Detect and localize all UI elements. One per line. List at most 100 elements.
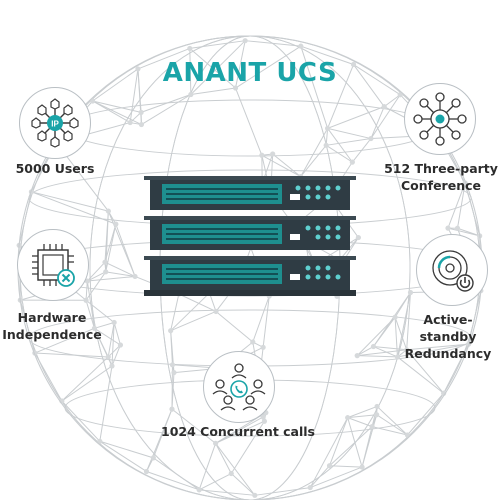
globe-edge	[329, 426, 373, 467]
globe-edge	[262, 296, 270, 348]
globe-parallel	[64, 99, 436, 157]
globe-edge	[61, 400, 101, 442]
globe-edge	[189, 40, 246, 49]
label-hardware: Hardware Independence	[2, 310, 102, 342]
label-redundancy: Active-standby Redundancy	[404, 312, 492, 361]
globe-edge	[215, 443, 256, 496]
globe-node	[397, 92, 403, 98]
globe-node	[374, 412, 380, 418]
globe-edge	[111, 322, 115, 367]
globe-edge	[376, 406, 408, 436]
globe-edge	[85, 300, 95, 329]
globe-edge	[99, 440, 154, 459]
globe-edge	[92, 100, 142, 126]
globe-node	[260, 414, 266, 420]
globe-edge	[254, 487, 311, 496]
globe-node	[270, 151, 276, 157]
globe-edge	[104, 261, 136, 277]
globe-edge	[92, 68, 139, 102]
globe-node	[359, 464, 365, 470]
globe-node	[171, 369, 177, 376]
globe-node	[168, 328, 174, 334]
globe-edge	[92, 100, 142, 113]
globe-edge	[170, 293, 180, 331]
globe-edge	[370, 94, 401, 139]
globe-node	[323, 142, 329, 148]
globe-edge	[300, 46, 329, 129]
globe-node	[445, 225, 451, 231]
globe-edge	[325, 128, 329, 146]
globe-edge	[300, 45, 354, 65]
globe-edge	[94, 321, 115, 329]
globe-edge	[347, 414, 377, 419]
globe-node	[109, 363, 115, 369]
server-unit-2	[144, 216, 356, 250]
globe-edge	[327, 127, 372, 140]
globe-edge	[230, 473, 256, 496]
globe-edge	[347, 405, 378, 419]
globe-node	[138, 109, 144, 116]
globe-edge	[300, 128, 329, 177]
globe-node	[188, 91, 194, 98]
server-unit-1	[144, 176, 356, 210]
globe-node	[407, 289, 414, 296]
globe-edge	[105, 271, 136, 277]
globe-edge	[357, 355, 398, 358]
globe-node	[143, 468, 150, 475]
server-stack-illustration	[144, 176, 356, 296]
globe-edge	[87, 275, 136, 282]
globe-node	[213, 440, 219, 446]
globe-edge	[170, 311, 217, 332]
globe-node	[368, 135, 374, 142]
globe-node	[132, 273, 138, 280]
globe-node	[111, 319, 117, 326]
globe-edge	[107, 344, 121, 358]
globe-edge	[347, 417, 373, 428]
globe-edge	[189, 48, 236, 89]
server-unit-3	[144, 256, 356, 290]
globe-node	[261, 418, 268, 424]
globe-node	[105, 354, 111, 360]
globe-node	[326, 463, 333, 469]
chip-icon	[17, 229, 89, 301]
globe-node	[138, 121, 145, 128]
globe-edge	[272, 153, 301, 177]
globe-node	[169, 362, 176, 368]
globe-edge	[152, 408, 173, 459]
globe-edge	[140, 94, 192, 113]
globe-node	[404, 347, 410, 353]
globe-edge	[383, 94, 401, 108]
globe-node	[250, 339, 256, 345]
globe-node	[374, 403, 380, 410]
globe-node	[83, 297, 89, 303]
globe-node	[392, 314, 398, 320]
globe-edge	[215, 420, 265, 444]
globe-node	[404, 432, 411, 438]
label-calls: 1024 Concurrent calls	[161, 424, 315, 439]
disk-power-icon	[416, 234, 488, 306]
globe-node	[91, 325, 98, 331]
globe-edge	[107, 322, 115, 358]
globe-node	[102, 259, 108, 265]
globe-node	[89, 98, 96, 104]
globe-edge	[235, 45, 302, 89]
globe-node	[135, 66, 141, 72]
globe-edge	[113, 322, 121, 346]
globe-edge	[356, 316, 396, 356]
globe-edge	[394, 317, 408, 350]
globe-node	[298, 43, 304, 49]
globe-edge	[252, 295, 270, 343]
globe-edge	[171, 408, 216, 444]
globe-node	[242, 38, 248, 44]
globe-edge	[356, 346, 374, 357]
globe-edge	[198, 443, 217, 491]
globe-node	[196, 487, 202, 493]
globe-edge	[376, 414, 408, 436]
globe-edge	[85, 299, 115, 323]
globe-node	[228, 470, 234, 477]
globe-edge	[141, 94, 192, 125]
globe-edge	[235, 40, 246, 89]
globe-edge	[329, 417, 349, 466]
globe-edge	[189, 48, 192, 95]
globe-edge	[406, 292, 411, 350]
